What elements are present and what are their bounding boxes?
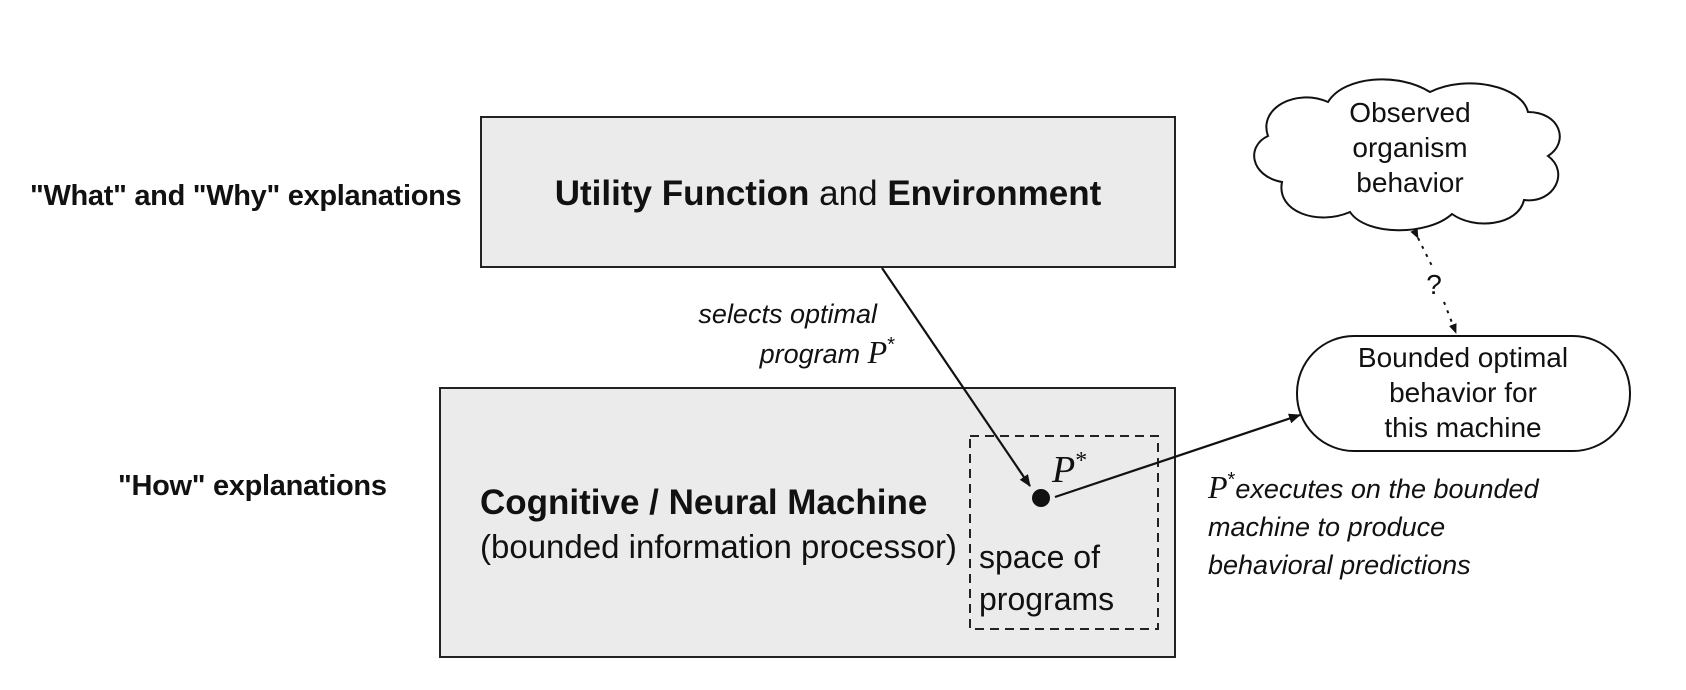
cloud-line1: Observed <box>1349 97 1470 128</box>
bounded-optimal-line2: behavior for <box>1389 377 1537 408</box>
observed-behavior-cloud <box>1253 78 1561 232</box>
cognitive-machine-subtitle: (bounded information processor) <box>480 528 957 565</box>
cloud-line3: behavior <box>1356 167 1463 198</box>
executes-label-line2: machine to produce <box>1208 512 1445 542</box>
selects-label-line2: program P* <box>759 334 896 370</box>
what-why-label: "What" and "Why" explanations <box>30 180 461 212</box>
executes-label-line3: behavioral predictions <box>1208 550 1471 580</box>
bounded-optimal-line3: this machine <box>1384 412 1541 443</box>
bounded-optimal-box <box>1296 335 1631 452</box>
utility-environment-title: Utility Function and Environment <box>555 174 1102 213</box>
cognitive-machine-box <box>439 387 1176 658</box>
cloud-line2: organism <box>1352 132 1467 163</box>
program-space-label-line1: space of <box>979 539 1100 575</box>
selects-arrow <box>881 267 1031 487</box>
cognitive-machine-title: Cognitive / Neural Machine <box>480 483 927 522</box>
optimal-program-symbol: P* <box>1051 448 1087 491</box>
program-space-box <box>969 435 1159 630</box>
compare-arrow-lower <box>1443 301 1457 334</box>
compare-arrow-upper <box>1410 228 1433 267</box>
executes-arrow <box>1054 413 1301 499</box>
executes-label-line1: P*executes on the bounded <box>1207 469 1540 505</box>
bounded-optimal-line1: Bounded optimal <box>1358 342 1568 373</box>
compare-question-mark: ? <box>1426 269 1442 300</box>
how-label: "How" explanations <box>118 470 387 502</box>
utility-environment-box <box>480 116 1176 268</box>
selects-label-line1: selects optimal <box>698 299 878 329</box>
optimal-program-dot <box>1032 489 1050 507</box>
program-space-label-line2: programs <box>979 581 1114 617</box>
